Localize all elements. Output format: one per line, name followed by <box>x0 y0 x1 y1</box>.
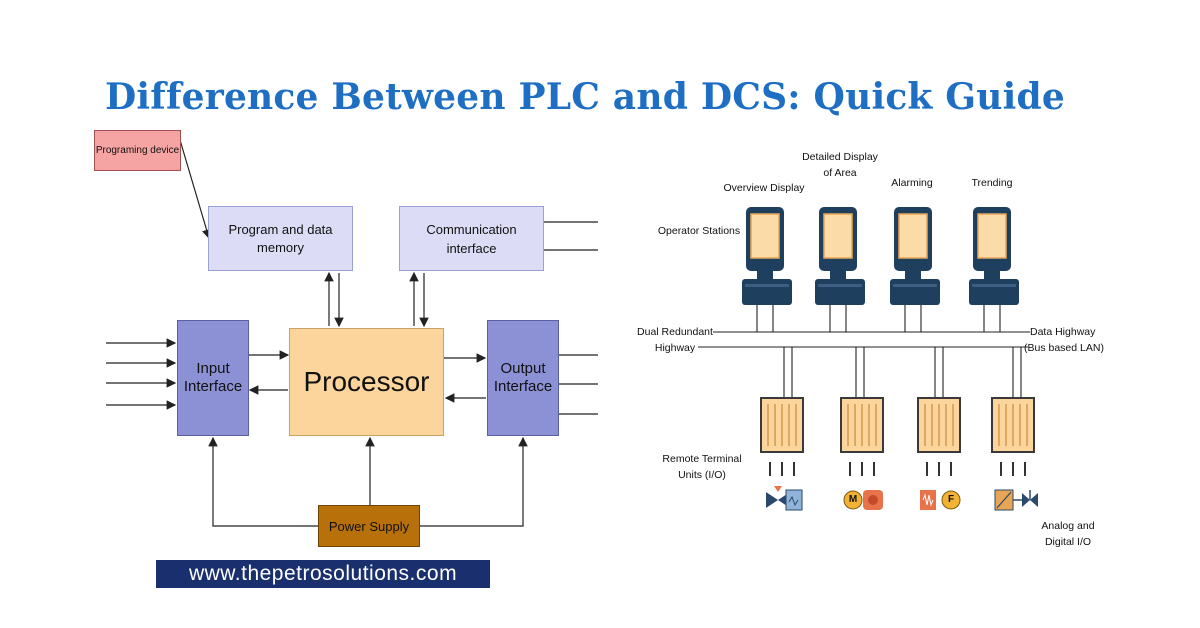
communication-interface-box: Communication interface <box>399 206 544 271</box>
power-supply-label: Power Supply <box>328 518 410 534</box>
flow-meter-icon <box>941 490 961 510</box>
overview-display-label: Overview Display <box>723 182 805 194</box>
power-supply-box: Power Supply <box>318 505 420 547</box>
page-title: Difference Between PLC and DCS: Quick Gu… <box>105 76 1065 118</box>
trending-label: Trending <box>971 177 1013 189</box>
alarming-label: Alarming <box>891 177 933 189</box>
operator-station-1-icon <box>742 207 792 305</box>
operator-stations-label: Operator Stations <box>657 225 741 237</box>
program-memory-label-line2: memory <box>257 239 304 255</box>
motor-icon <box>843 490 883 510</box>
input-label-line1: Input <box>196 360 230 377</box>
comm-label-line2: interface <box>446 240 497 256</box>
processor-label: Processor <box>303 366 430 397</box>
programming-device-box: Programing device <box>94 130 181 171</box>
output-label-line1: Output <box>500 360 546 377</box>
operator-station-3-icon <box>890 207 940 305</box>
motor-m-label: M <box>848 494 858 505</box>
dual-redundant-highway-label: Dual Redundant Highway <box>637 326 713 354</box>
analog-digital-io-label: Analog and Digital I/O <box>1041 520 1095 548</box>
remote-terminal-units-label: Remote Terminal Units (I/O) <box>662 453 742 481</box>
rtu-1-icon <box>760 397 804 453</box>
website-banner: www.thepetrosolutions.com <box>156 560 490 588</box>
prog-to-memory-arrow <box>179 139 212 240</box>
rtu-2-icon <box>840 397 884 453</box>
actuator-valve-icon <box>994 489 1038 511</box>
heater-icon <box>920 490 936 510</box>
flow-f-label: F <box>947 494 955 505</box>
output-interface-box: Output Interface <box>487 320 559 436</box>
operator-station-4-icon <box>969 207 1019 305</box>
output-label-line2: Interface <box>493 378 553 395</box>
processor-box: Processor <box>289 328 444 436</box>
operator-station-2-icon <box>815 207 865 305</box>
rtu-4-icon <box>991 397 1035 453</box>
input-label-line2: Interface <box>183 378 243 395</box>
rtu-3-icon <box>917 397 961 453</box>
program-data-memory-box: Program and data memory <box>208 206 353 271</box>
input-interface-box: Input Interface <box>177 320 249 436</box>
control-valve-icon <box>766 486 803 511</box>
power-to-input-arrow <box>208 436 318 527</box>
data-highway-label: Data Highway (Bus based LAN) <box>1024 326 1104 354</box>
comm-label-line1: Communication <box>426 221 517 237</box>
detailed-display-label: Detailed Display of Area <box>802 151 878 179</box>
power-to-output-arrow <box>420 436 528 527</box>
programming-device-label: Programing device <box>95 145 180 156</box>
program-memory-label-line1: Program and data <box>228 221 333 237</box>
